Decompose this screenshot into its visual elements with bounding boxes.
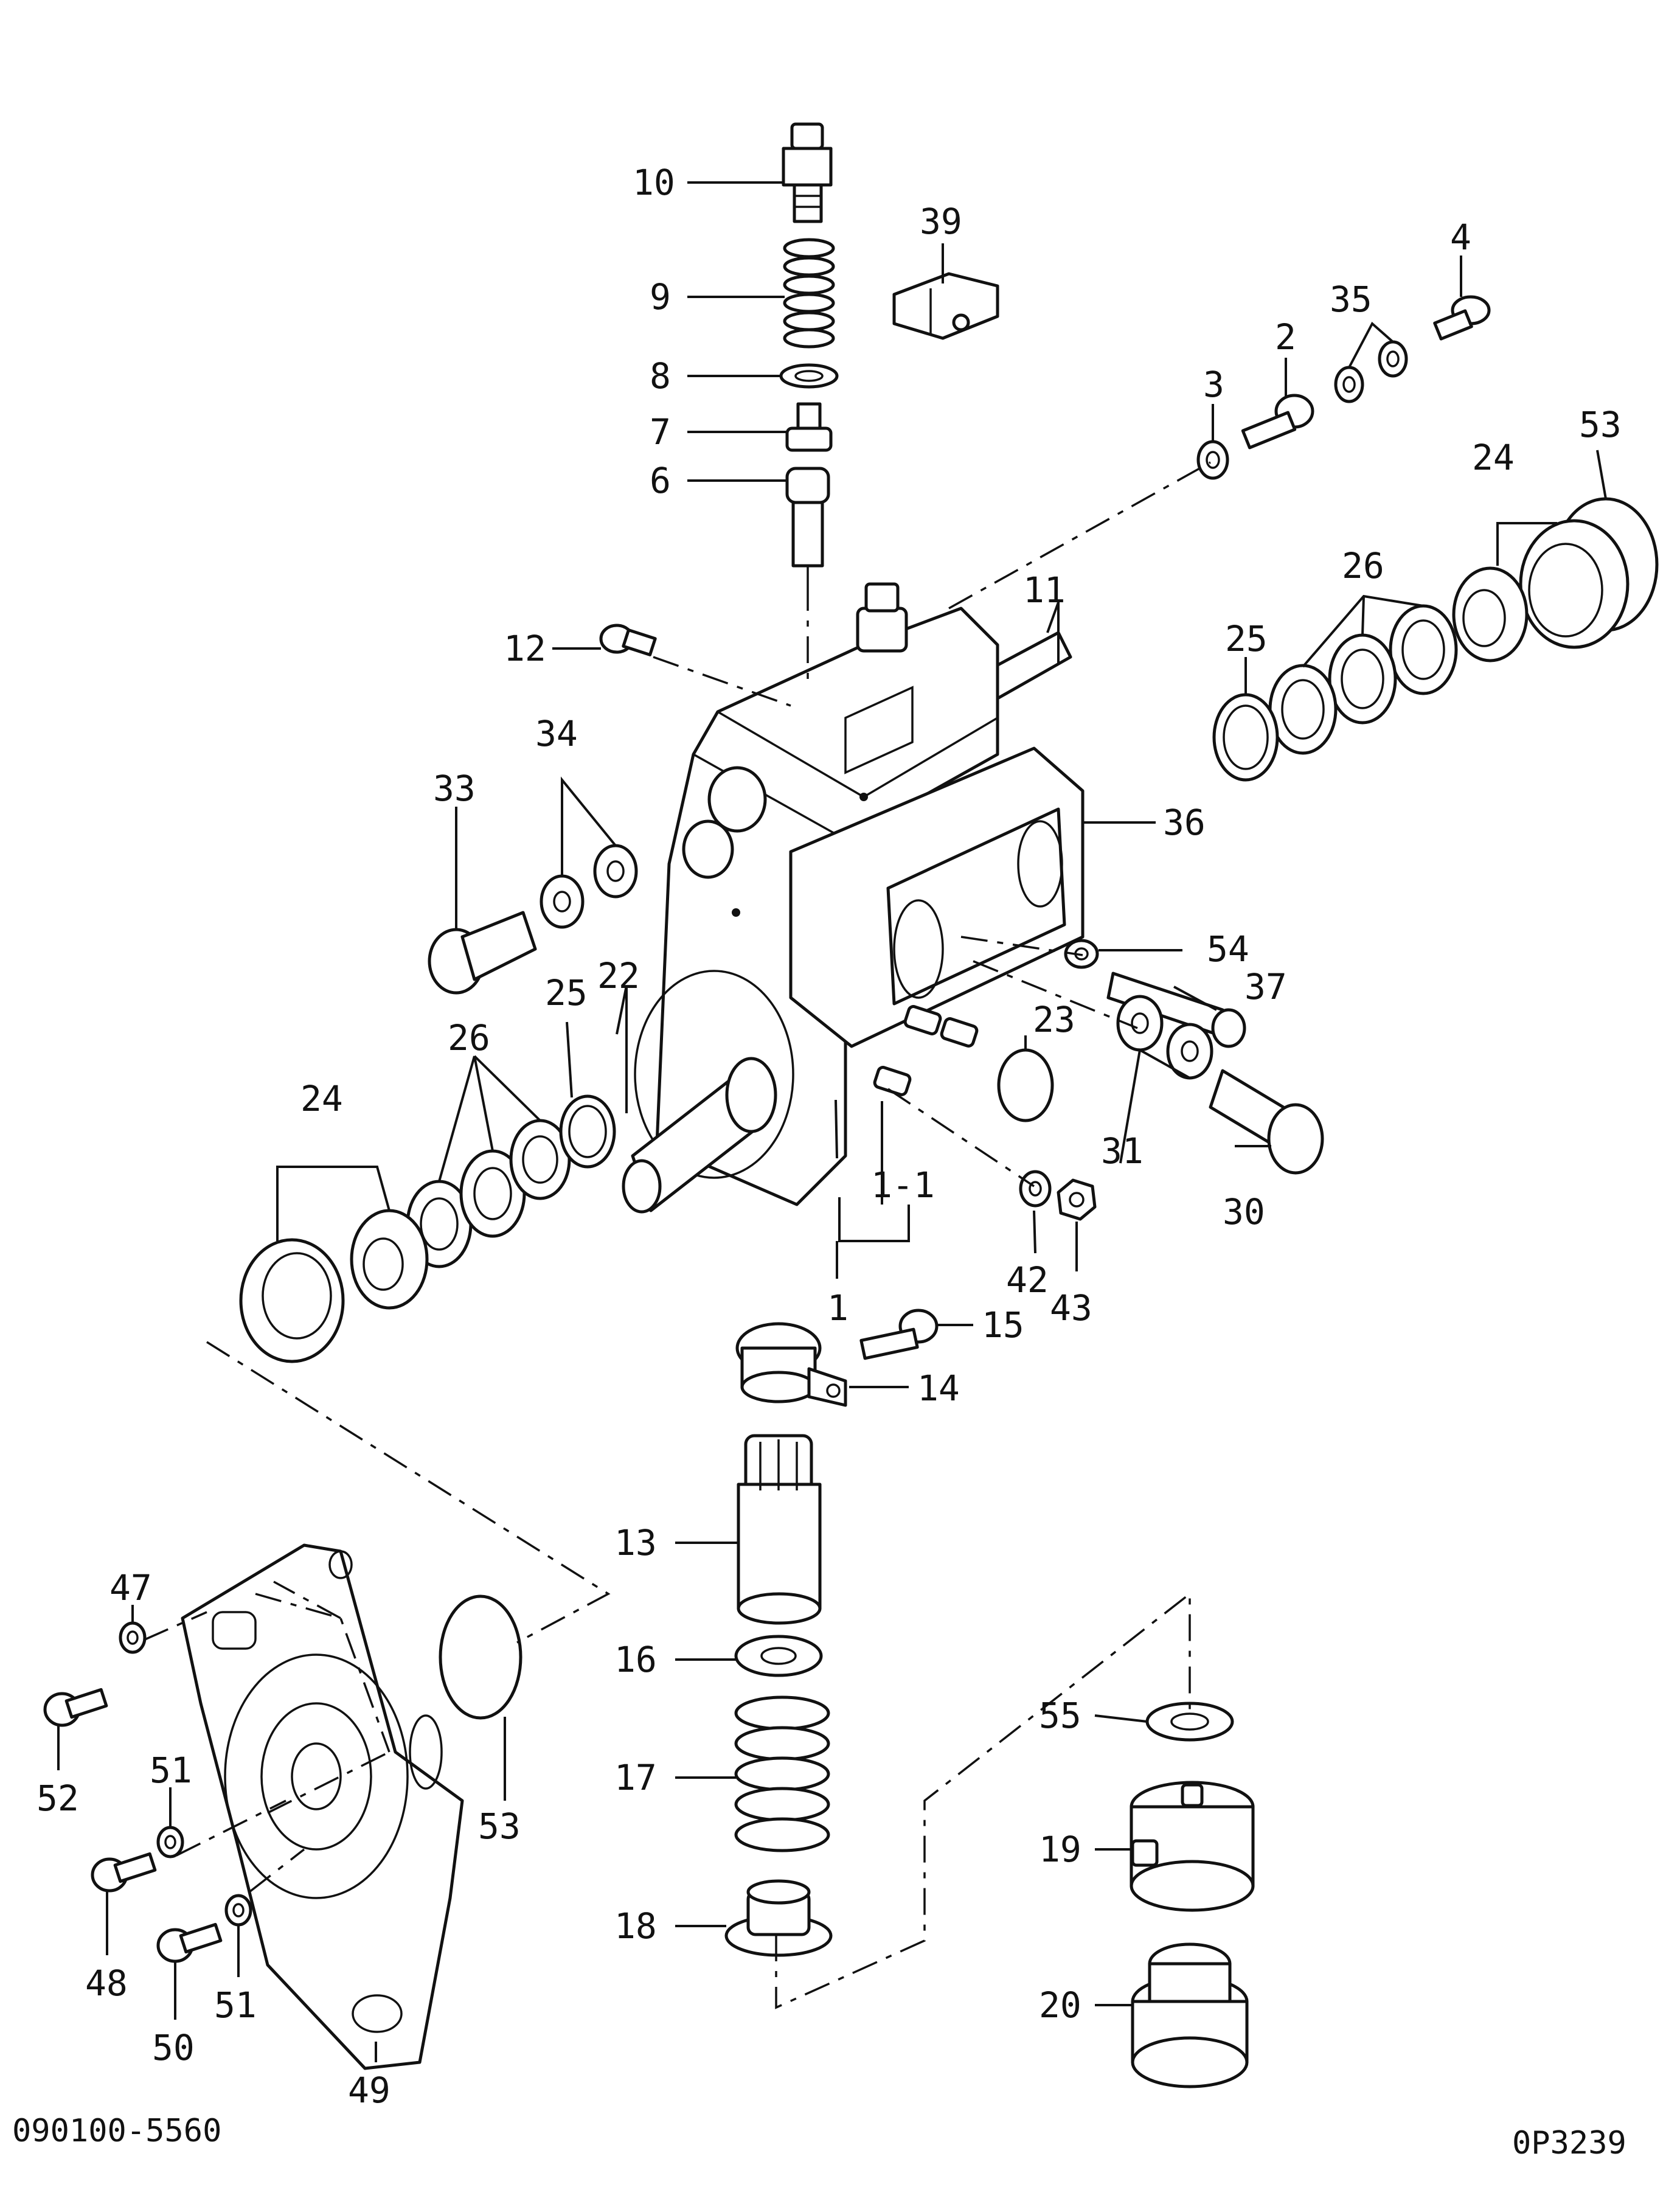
callout-1: 1 — [827, 1287, 849, 1329]
part-14-lever-drawing — [735, 1322, 847, 1407]
part-53-ring-left-drawing — [439, 1594, 522, 1720]
part-22-drive-shaft-drawing — [622, 1057, 777, 1214]
callout-53-left: 53 — [478, 1806, 521, 1847]
figure-code: 0P3239 — [1512, 2125, 1626, 2161]
callout-26-left: 26 — [448, 1017, 490, 1059]
part-23-o-ring-drawing — [997, 1048, 1054, 1122]
callout-25-left: 25 — [545, 972, 588, 1014]
part-33-banjo-bolt-drawing — [428, 911, 537, 995]
part-30-banjo-bolt-drawing — [1209, 1069, 1324, 1175]
part-4-screw-drawing — [1433, 295, 1491, 341]
callout-10: 10 — [633, 162, 675, 203]
callout-12: 12 — [504, 628, 546, 669]
part-15-screw-drawing — [859, 1309, 939, 1360]
leader-lines — [57, 181, 1607, 2062]
callout-26-top: 26 — [1342, 545, 1384, 586]
part-9-spring-drawing — [783, 238, 835, 349]
callout-49: 49 — [348, 2070, 390, 2111]
callout-4: 4 — [1450, 217, 1471, 258]
callout-9: 9 — [650, 276, 671, 318]
callout-24-left: 24 — [300, 1078, 343, 1119]
callout-2: 2 — [1275, 316, 1296, 358]
part-17-spring-drawing — [734, 1695, 830, 1852]
part-18-spring-seat-drawing — [724, 1879, 833, 1957]
callout-52: 52 — [36, 1778, 79, 1819]
callout-51-upper: 51 — [150, 1750, 192, 1791]
callout-54: 54 — [1207, 928, 1249, 970]
part-3-washer-drawing — [1196, 440, 1229, 480]
part-24-bearing-left-drawing — [239, 1209, 429, 1363]
callout-36: 36 — [1163, 802, 1206, 843]
part-26-washers-left-drawing — [406, 1119, 571, 1268]
callout-25-top: 25 — [1225, 618, 1268, 659]
part-51-washers-drawing — [156, 1826, 252, 1927]
callout-14: 14 — [917, 1368, 960, 1409]
part-47-washer-drawing — [119, 1621, 147, 1654]
callout-3: 3 — [1203, 364, 1224, 405]
part-48-screw-drawing — [91, 1852, 157, 1893]
part-19-plunger-drawing — [1130, 1781, 1255, 1912]
callout-37: 37 — [1244, 966, 1287, 1007]
part-12-screw-drawing — [599, 624, 657, 656]
part-25-washer-top-drawing — [1212, 693, 1279, 782]
part-2-bolt-drawing — [1241, 394, 1314, 450]
callout-30: 30 — [1223, 1191, 1265, 1233]
callout-6: 6 — [650, 460, 671, 501]
part-26-washers-top-drawing — [1268, 604, 1458, 755]
part-37-bolt-drawing — [1106, 972, 1246, 1048]
callout-53-top: 53 — [1579, 404, 1622, 445]
callout-42: 42 — [1006, 1259, 1049, 1301]
callout-31: 31 — [1101, 1130, 1144, 1172]
callout-1-1: 1-1 — [871, 1164, 935, 1206]
part-24-bearing-top-drawing — [1452, 519, 1630, 662]
callout-13: 13 — [614, 1522, 657, 1563]
part-35-washers-drawing — [1334, 340, 1408, 403]
callout-47: 47 — [109, 1567, 152, 1608]
callout-35: 35 — [1330, 279, 1372, 320]
callout-22: 22 — [597, 955, 640, 996]
callout-48: 48 — [85, 1963, 128, 2004]
callout-24-top: 24 — [1472, 437, 1515, 478]
callout-34: 34 — [535, 713, 578, 754]
callout-33: 33 — [433, 768, 476, 809]
part-16-washer-drawing — [734, 1635, 823, 1677]
callout-11: 11 — [1023, 569, 1066, 611]
callout-39: 39 — [920, 201, 962, 242]
callout-18: 18 — [614, 1905, 657, 1947]
callout-51-lower: 51 — [214, 1984, 257, 2026]
part-25-washer-left-drawing — [559, 1094, 616, 1169]
part-13-sleeve-drawing — [737, 1434, 822, 1625]
part-20-plug-drawing — [1131, 1942, 1249, 2088]
document-code: 090100-5560 — [12, 2113, 221, 2149]
part-31-washers-drawing — [1116, 995, 1213, 1080]
callout-19: 19 — [1039, 1829, 1081, 1870]
part-42-washer-drawing — [1019, 1170, 1052, 1208]
callout-55: 55 — [1039, 1695, 1081, 1736]
part-43-nut-drawing — [1057, 1178, 1097, 1221]
part-52-screw-drawing — [43, 1688, 108, 1727]
callout-43: 43 — [1050, 1287, 1092, 1329]
callout-15: 15 — [982, 1304, 1024, 1346]
part-8-washer-drawing — [779, 363, 839, 389]
callout-labels: 10 9 8 7 6 39 4 35 2 3 53 24 26 25 11 12… — [36, 162, 1622, 2111]
callout-23: 23 — [1033, 999, 1075, 1040]
part-36-cover-drawing — [789, 746, 1085, 1048]
part-10-valve-holder-drawing — [782, 122, 833, 223]
part-39-bracket-drawing — [892, 272, 999, 340]
callout-16: 16 — [614, 1639, 657, 1680]
part-49-flange-drawing — [181, 1543, 464, 2070]
callout-20: 20 — [1039, 1984, 1081, 2026]
part-7-valve-drawing — [785, 402, 833, 452]
assembly-lines — [143, 461, 1211, 2009]
callout-17: 17 — [614, 1757, 657, 1798]
callout-8: 8 — [650, 355, 671, 397]
callout-50: 50 — [152, 2027, 195, 2068]
part-6-valve-seat-drawing — [785, 467, 830, 584]
callout-7: 7 — [650, 411, 671, 453]
part-34-washers-drawing — [540, 844, 638, 929]
part-50-screw-drawing — [156, 1922, 223, 1963]
